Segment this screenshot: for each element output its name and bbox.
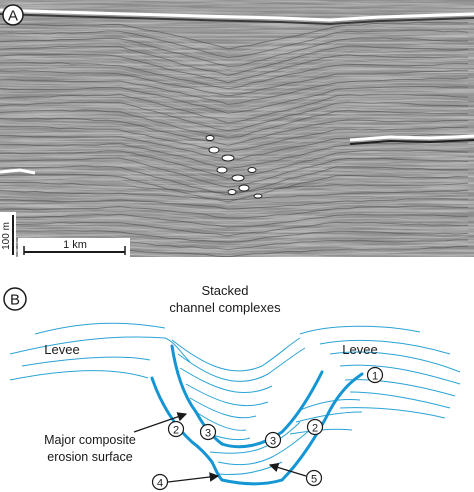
reflector-line bbox=[0, 126, 469, 153]
vertical-scale-label: 100 m bbox=[1, 222, 12, 250]
marker-2-right: 2 bbox=[306, 418, 324, 436]
reflector-line bbox=[0, 105, 469, 136]
erosion-surface-left bbox=[150, 376, 214, 464]
reflector-line bbox=[0, 157, 469, 188]
reflector-line bbox=[0, 93, 469, 124]
reflector-line bbox=[0, 69, 469, 97]
reflector-line bbox=[0, 169, 469, 199]
reflector-line bbox=[0, 81, 469, 110]
callout-arrows bbox=[133, 412, 307, 483]
bright-amplitude-anomalies bbox=[205, 135, 263, 199]
reflector-line bbox=[0, 77, 469, 105]
reflector-line bbox=[0, 198, 469, 210]
reflector-line bbox=[0, 173, 469, 203]
reflector-line bbox=[0, 205, 469, 219]
reflector-line bbox=[0, 141, 469, 169]
numbered-markers: 1 2 3 3 2 bbox=[151, 366, 384, 491]
reflector-line bbox=[0, 185, 469, 197]
svg-text:5: 5 bbox=[311, 474, 317, 486]
reflector-line bbox=[0, 33, 469, 63]
reflector-line bbox=[0, 201, 469, 215]
marker-5-arrow bbox=[268, 462, 307, 477]
reflector-line bbox=[0, 101, 469, 132]
marker-3-left: 3 bbox=[199, 423, 217, 441]
erosion-surface-base bbox=[210, 460, 224, 482]
svg-text:1: 1 bbox=[372, 371, 378, 383]
svg-text:2: 2 bbox=[312, 423, 318, 435]
seismic-panel: A 100 m 1 km bbox=[0, 0, 474, 257]
reflector-line bbox=[0, 153, 469, 183]
reflector-line bbox=[0, 209, 469, 224]
erosion-arrow bbox=[133, 412, 188, 433]
panel-a-letter-badge bbox=[2, 4, 24, 26]
reflector-line bbox=[0, 57, 469, 86]
svg-text:3: 3 bbox=[205, 428, 211, 440]
reflector-line bbox=[0, 85, 469, 114]
panel-b-letter-badge bbox=[3, 287, 27, 311]
svg-text:3: 3 bbox=[270, 436, 276, 448]
seafloor-reflector bbox=[0, 8, 474, 22]
reflector-line bbox=[0, 65, 469, 93]
seismic-image: A 100 m 1 km bbox=[0, 0, 474, 257]
reflector-line bbox=[0, 213, 468, 228]
reflector-line bbox=[0, 233, 469, 247]
reflector-line bbox=[0, 37, 469, 68]
reflector-line bbox=[0, 53, 469, 84]
panel-b-letter: B bbox=[10, 292, 20, 309]
reflector-line bbox=[0, 89, 469, 119]
marker-4: 4 bbox=[151, 473, 169, 491]
reflector-line bbox=[0, 221, 469, 237]
reflector-line bbox=[0, 230, 469, 243]
reflector-line bbox=[0, 73, 469, 101]
reflector-line bbox=[0, 145, 469, 175]
erosion-label-line-2: erosion surface bbox=[47, 450, 133, 464]
reflector-line bbox=[0, 117, 469, 146]
levee-right-label: Levee bbox=[342, 342, 377, 357]
reflector-line bbox=[0, 41, 469, 72]
title-line-1: Stacked bbox=[202, 283, 249, 298]
reflector-line bbox=[0, 121, 469, 149]
reflector-line bbox=[0, 21, 469, 50]
marker-5: 5 bbox=[305, 469, 323, 487]
reflector-line bbox=[0, 193, 469, 205]
reflector-line bbox=[0, 225, 469, 241]
horizontal-scale-label: 1 km bbox=[63, 239, 87, 251]
svg-text:2: 2 bbox=[173, 425, 179, 437]
marker-2-left: 2 bbox=[167, 420, 185, 438]
interpretation-diagram: B Stacked channel complexes Levee Levee … bbox=[3, 283, 461, 491]
title-line-2: channel complexes bbox=[169, 300, 281, 315]
reflector-line bbox=[0, 97, 469, 128]
erosion-label-line-1: Major composite bbox=[44, 433, 136, 447]
reflector-line bbox=[0, 29, 469, 58]
reflector-line bbox=[0, 49, 469, 79]
reflector-line bbox=[0, 45, 469, 76]
reflector-line bbox=[0, 113, 469, 143]
reflector-line bbox=[0, 25, 469, 54]
inner-channel-surface bbox=[220, 370, 324, 449]
reflector-line bbox=[0, 130, 469, 157]
panel-a-letter: A bbox=[8, 8, 18, 25]
interpretation-panel: B Stacked channel complexes Levee Levee … bbox=[0, 262, 474, 492]
reflector-line bbox=[0, 61, 468, 90]
marker-4-arrow bbox=[167, 472, 220, 483]
svg-text:4: 4 bbox=[157, 478, 163, 490]
reflector-line bbox=[0, 217, 469, 233]
marker-3-right: 3 bbox=[264, 431, 282, 449]
erosion-surface-right bbox=[280, 372, 364, 482]
reflector-line bbox=[0, 189, 469, 201]
levee-left-label: Levee bbox=[44, 342, 79, 357]
reflector-line bbox=[0, 109, 469, 139]
marker-1: 1 bbox=[366, 366, 384, 384]
